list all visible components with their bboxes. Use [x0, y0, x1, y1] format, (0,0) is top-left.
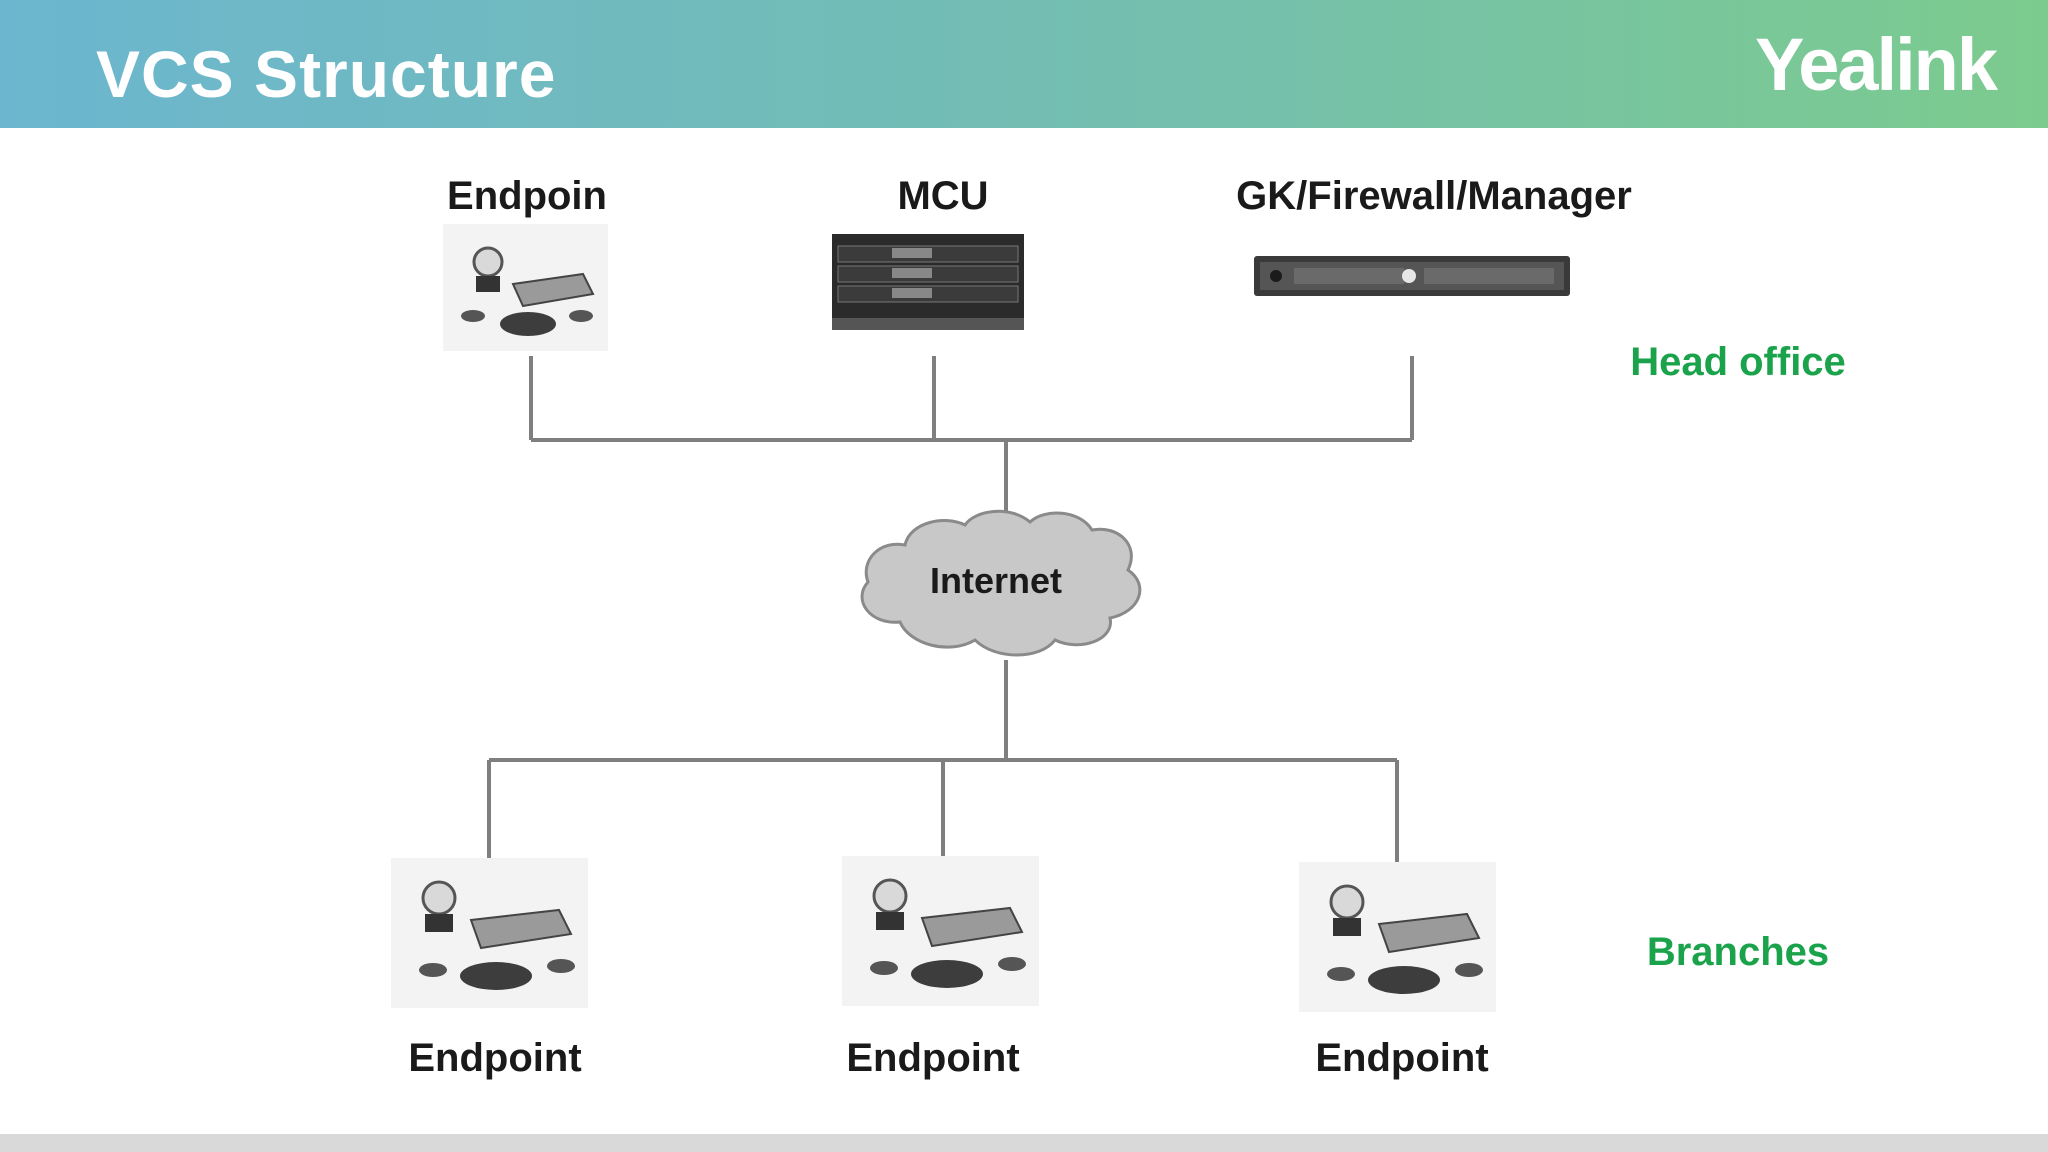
video-conference-kit-icon	[842, 856, 1039, 1006]
internet-label: Internet	[929, 560, 1063, 601]
brand-logo: Yealink	[1754, 23, 1998, 106]
device-label-branch-1: Endpoint	[408, 1036, 582, 1080]
video-conference-kit-icon	[443, 224, 608, 351]
device-label-mcu: MCU	[897, 174, 989, 218]
cloud-icon	[860, 509, 1142, 657]
header-bar: VCS Structure Yealink	[0, 0, 2048, 128]
video-conference-kit-icon	[1299, 862, 1496, 1012]
page-title: VCS Structure	[96, 37, 557, 111]
mcu-chassis-icon	[832, 234, 1024, 330]
device-label-gk-firewall-manager: GK/Firewall/Manager	[1236, 174, 1632, 218]
footer-bar	[0, 1134, 2048, 1152]
zone-label-branches: Branches	[1646, 930, 1830, 974]
rack-server-icon	[1254, 256, 1570, 296]
video-conference-kit-icon	[391, 858, 588, 1008]
device-label-branch-2: Endpoint	[846, 1036, 1020, 1080]
zone-label-head-office: Head office	[1630, 340, 1846, 384]
device-label-branch-3: Endpoint	[1315, 1036, 1489, 1080]
device-label-endpoint-ho: Endpoin	[447, 174, 607, 218]
